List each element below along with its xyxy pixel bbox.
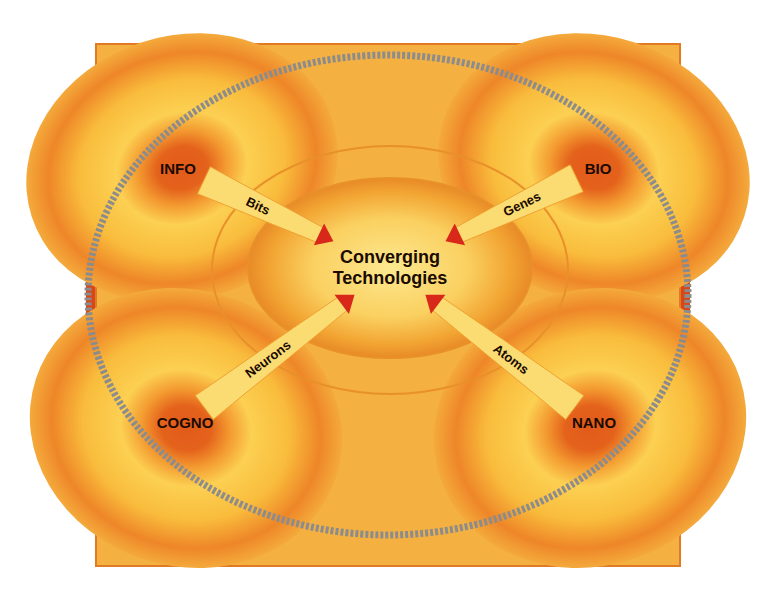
arrow-head (446, 224, 466, 246)
node-label: INFO (160, 160, 196, 177)
field-node: BIO (577, 154, 620, 183)
center-node: Converging Technologies (317, 241, 463, 294)
converging-arrow (198, 167, 334, 246)
dashed-ring (88, 55, 688, 535)
converging-arrow (195, 295, 354, 420)
center-halo (212, 146, 568, 394)
arrow-shaft (198, 167, 325, 243)
arrow-head (314, 224, 334, 246)
arrow-shaft (455, 165, 584, 243)
arrow-shaft (195, 297, 348, 420)
converging-arrow (446, 165, 584, 246)
node-label: COGNO (157, 414, 214, 431)
node-label: BIO (585, 160, 612, 177)
node-label: NANO (572, 414, 616, 431)
arrow-head (335, 295, 355, 314)
arrow-head (425, 295, 445, 314)
field-node: NANO (564, 408, 624, 437)
field-node: INFO (152, 154, 204, 183)
field-node: COGNO (149, 408, 222, 437)
arrow-shaft (432, 297, 584, 420)
converging-arrow (425, 295, 583, 420)
node-label: Converging Technologies (325, 247, 455, 288)
